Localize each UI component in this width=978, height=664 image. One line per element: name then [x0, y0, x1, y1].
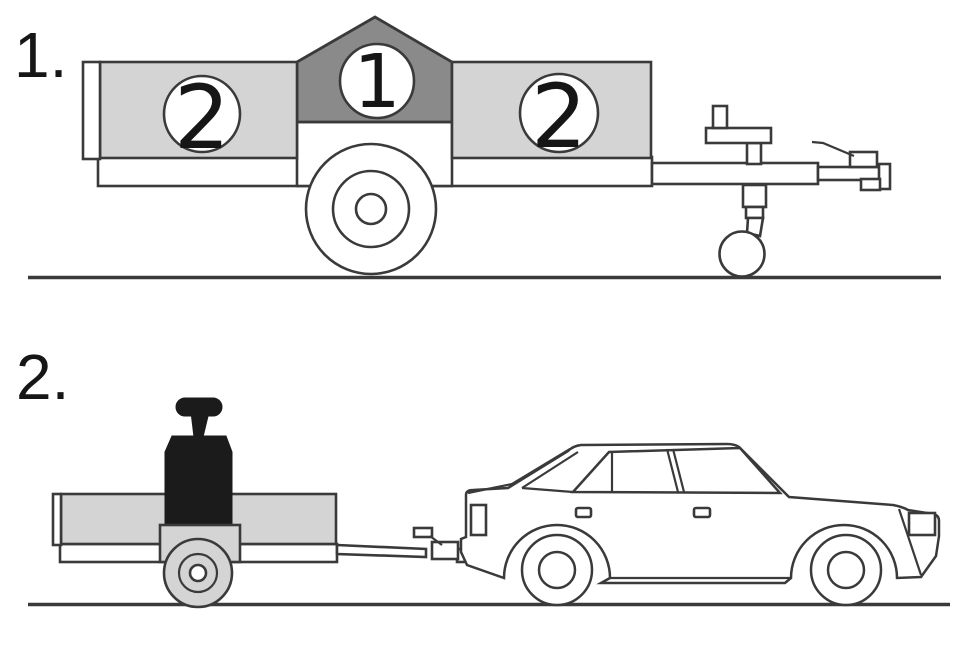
load-zone-center-badge: 1 — [353, 39, 400, 125]
figure2-loaded-trailer-with-car: 2. — [16, 341, 950, 609]
rim — [177, 552, 219, 594]
loaded-trailer — [51, 397, 472, 609]
hitch-coupling — [811, 140, 892, 192]
trailer-drawbar — [650, 161, 820, 186]
jockey-handle-stub — [711, 104, 729, 130]
jockey-handle-plate — [704, 126, 773, 145]
coupling-lever — [811, 140, 855, 158]
coupling-end — [877, 162, 892, 191]
rim — [537, 550, 577, 590]
c-pillar-and-trunk-lines — [467, 448, 579, 495]
badge-circle-right — [518, 72, 600, 154]
figure1-label: 1. — [14, 19, 67, 91]
load-zone-left-badge: 2 — [174, 66, 230, 169]
figure2-label: 2. — [16, 341, 69, 413]
jockey-post-lower — [744, 205, 765, 220]
coupling-lock — [848, 150, 879, 169]
coupling-body — [430, 540, 460, 561]
load-zone-right-badge: 2 — [531, 65, 587, 168]
trailer-wheel — [304, 142, 438, 276]
cargo-load — [164, 397, 233, 528]
car-front-wheel — [809, 533, 883, 607]
cargo-neck — [190, 411, 210, 438]
rear-door-handle — [574, 506, 593, 519]
cargo-body — [164, 435, 233, 528]
hub — [354, 192, 388, 226]
coupling-lever-grip — [412, 526, 434, 539]
rim — [826, 550, 866, 590]
coupling-lever — [429, 535, 443, 546]
trailer2-front-board — [51, 492, 63, 547]
car-rear-wheel — [520, 533, 594, 607]
trailer-front-board — [81, 60, 102, 161]
b-pillar — [665, 448, 686, 493]
towing-car — [459, 442, 941, 607]
car-headlight — [907, 511, 937, 537]
car-window-band — [570, 446, 783, 495]
trailer2-drawbar — [335, 543, 428, 559]
front-door-handle — [692, 506, 712, 519]
trailer2-wheel — [162, 537, 234, 609]
figure1-trailer-load-zones: 2 1 2 1. — [14, 15, 941, 280]
hub — [188, 563, 208, 583]
badge-circle-left — [162, 74, 242, 154]
jockey-stem — [745, 141, 763, 166]
jockey-post-upper — [741, 183, 768, 209]
coupling-step — [859, 177, 882, 192]
jockey-wheel-assembly — [704, 104, 773, 278]
load-zone-badges: 2 1 2 — [162, 39, 600, 169]
jockey-wheel — [718, 230, 766, 278]
jockey-link — [745, 216, 765, 238]
front-bumper-seam — [897, 508, 923, 576]
badge-circle-center — [338, 42, 416, 120]
car-taillight — [469, 503, 488, 537]
